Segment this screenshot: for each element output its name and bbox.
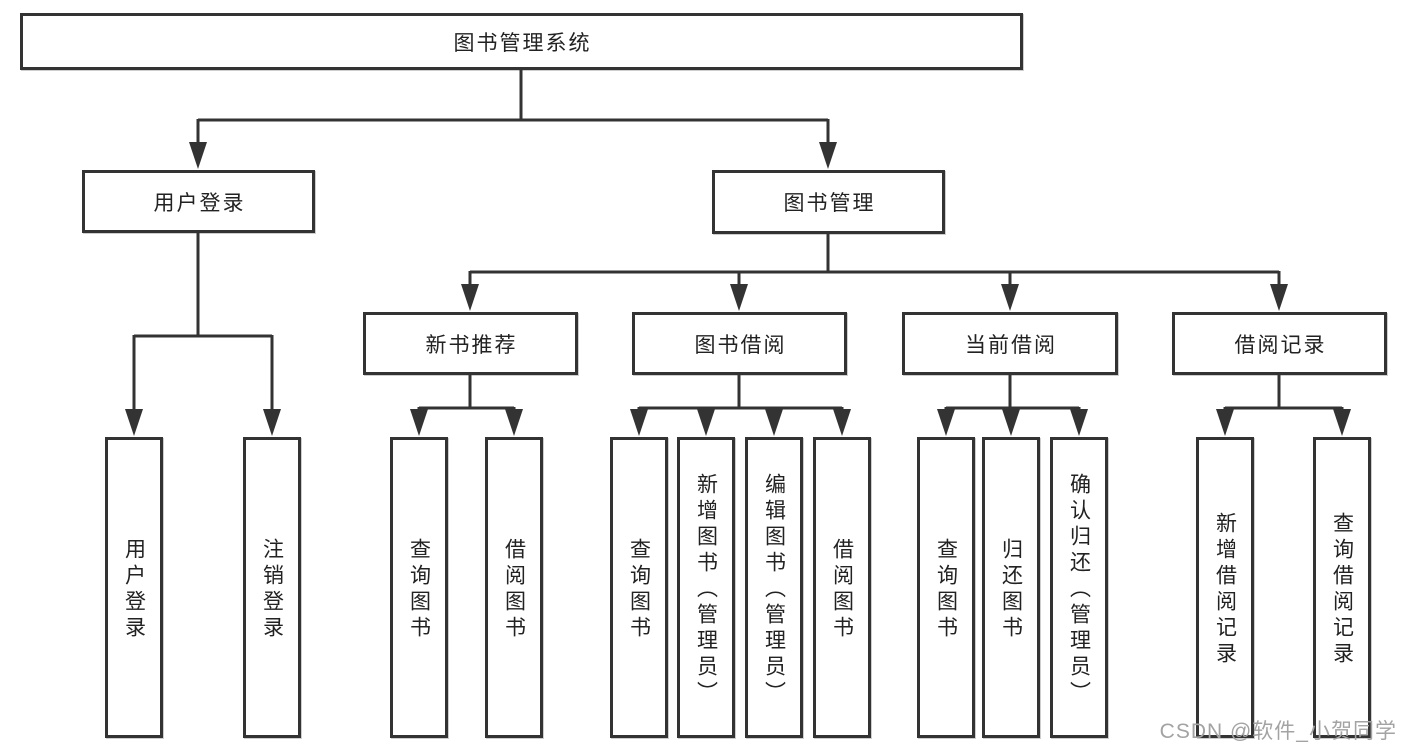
node-new-book-recommendation: 新书推荐 [363, 312, 578, 375]
node-leaf-add-books-admin: 新增图书（管理员） [677, 437, 735, 738]
node-user-login: 用户登录 [82, 170, 315, 233]
node-library-management-system: 图书管理系统 [20, 13, 1023, 70]
arrow-down-icon [461, 284, 479, 311]
node-book-borrowing: 图书借阅 [632, 312, 847, 375]
arrow-down-icon [833, 409, 851, 436]
node-leaf-edit-books-admin: 编辑图书（管理员） [745, 437, 803, 738]
node-borrowing-records: 借阅记录 [1172, 312, 1387, 375]
node-leaf-borrow-books: 借阅图书 [813, 437, 871, 738]
arrow-down-icon [1001, 284, 1019, 311]
node-leaf-borrow-books-rec: 借阅图书 [485, 437, 543, 738]
node-leaf-return-books: 归还图书 [982, 437, 1040, 738]
node-current-borrowing: 当前借阅 [902, 312, 1118, 375]
node-book-management: 图书管理 [712, 170, 945, 234]
arrow-down-icon [1070, 409, 1088, 436]
node-leaf-user-login: 用户登录 [105, 437, 163, 738]
arrow-down-icon [1002, 409, 1020, 436]
node-leaf-query-books-current: 查询图书 [917, 437, 975, 738]
arrow-down-icon [937, 409, 955, 436]
arrowhead-icons [125, 142, 1351, 436]
node-leaf-query-books-rec: 查询图书 [390, 437, 448, 738]
arrow-down-icon [697, 409, 715, 436]
csdn-watermark: CSDN @软件_小贺同学 [1159, 720, 1397, 743]
arrow-down-icon [765, 409, 783, 436]
arrow-down-icon [630, 409, 648, 436]
arrow-down-icon [819, 142, 837, 169]
node-leaf-confirm-return-admin: 确认归还（管理员） [1050, 437, 1108, 738]
arrow-down-icon [125, 409, 143, 436]
arrow-down-icon [1270, 284, 1288, 311]
arrow-down-icon [505, 409, 523, 436]
arrow-down-icon [730, 284, 748, 311]
node-leaf-query-borrow-record: 查询借阅记录 [1313, 437, 1371, 738]
node-leaf-logout: 注销登录 [243, 437, 301, 738]
arrow-down-icon [1333, 409, 1351, 436]
arrow-down-icon [410, 409, 428, 436]
arrow-down-icon [189, 142, 207, 169]
arrow-down-icon [1216, 409, 1234, 436]
node-leaf-add-borrow-record: 新增借阅记录 [1196, 437, 1254, 738]
node-leaf-query-books-borrow: 查询图书 [610, 437, 668, 738]
arrow-down-icon [263, 409, 281, 436]
